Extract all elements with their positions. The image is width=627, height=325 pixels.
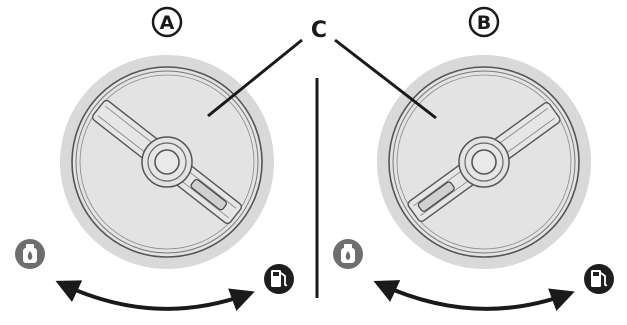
gas-cylinder-icon <box>15 239 45 269</box>
fuel-pump-icon <box>264 264 294 294</box>
panel-a-label: A <box>151 6 183 38</box>
rotation-arrow-b <box>373 280 575 312</box>
knob-b <box>377 55 591 269</box>
panel-b-label: B <box>468 6 500 38</box>
gas-cylinder-icon <box>333 239 363 269</box>
callout-leader-b <box>334 38 437 120</box>
knob-a <box>60 55 274 269</box>
callout-leader-a <box>207 38 303 118</box>
panel-b-letter: B <box>477 12 491 34</box>
fuel-pump-icon <box>584 264 614 294</box>
panel-a-letter: A <box>160 12 175 34</box>
rotation-arrow-a <box>55 280 255 312</box>
callout-letter: C <box>311 18 327 43</box>
